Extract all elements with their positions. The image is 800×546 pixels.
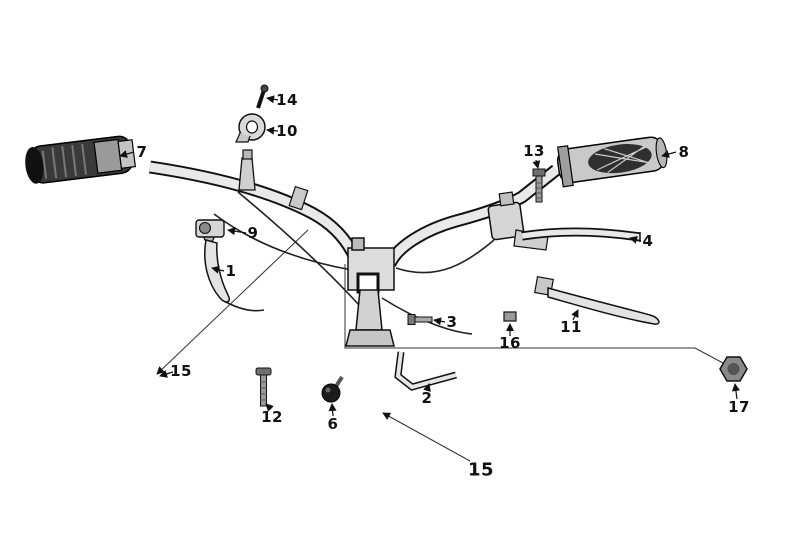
- bolt-13-drawing: [532, 168, 546, 203]
- switch-9-drawing: [195, 219, 225, 238]
- brake-lever-right-drawing: [534, 276, 660, 325]
- nut-16-drawing: [503, 311, 517, 322]
- nut-17-drawing: [719, 356, 748, 382]
- left-grip-drawing: [25, 135, 136, 184]
- right-grip-drawing: [556, 136, 668, 188]
- bolt-12-drawing: [255, 367, 272, 407]
- bolt-3-drawing: [407, 314, 433, 325]
- clamp-10-drawing: [235, 113, 266, 143]
- bolt-14-drawing: [256, 84, 269, 109]
- bolt-6-drawing: [321, 375, 344, 403]
- bracket-2-drawing: [394, 351, 457, 391]
- brake-lever-left-drawing: [203, 231, 231, 303]
- steering-stem-drawing: [345, 237, 395, 347]
- construction-lines: [156, 229, 724, 462]
- leader-lines: [119, 95, 740, 417]
